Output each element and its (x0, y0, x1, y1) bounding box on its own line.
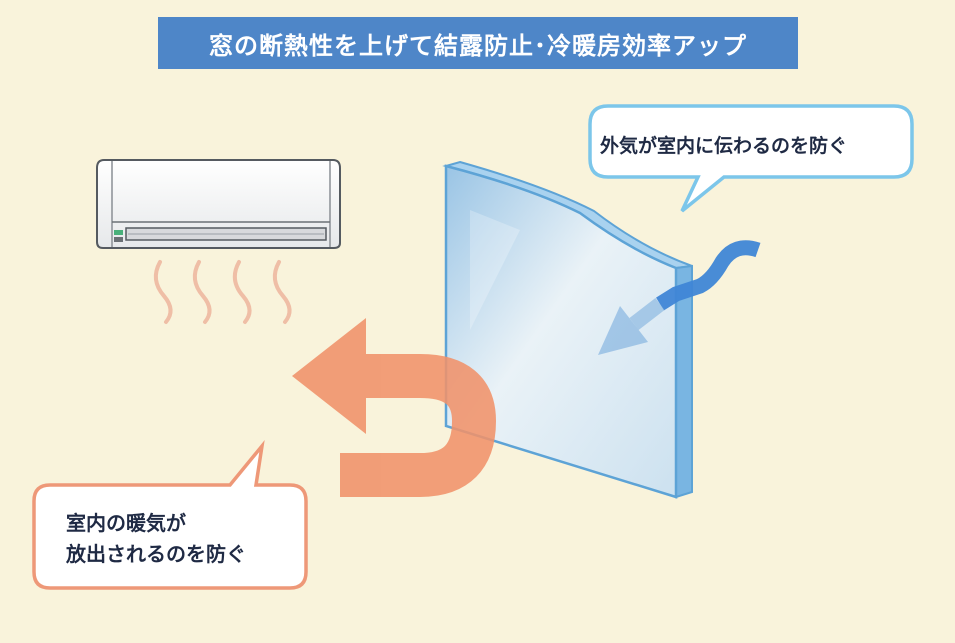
outside-callout-bubble (588, 104, 914, 213)
cold-air-arrow-icon (598, 240, 761, 355)
outside-callout-text: 外気が室内に伝わるのを防ぐ (600, 135, 848, 157)
air-conditioner-icon (96, 159, 341, 249)
inside-callout-bubble (32, 439, 308, 590)
page-title: 窓の断熱性を上げて結露防止･冷暖房効率アップ (209, 31, 747, 60)
inside-callout-line-1: 室内の暖気が (66, 511, 186, 535)
inside-callout-line-2: 放出されるのを防ぐ (66, 542, 246, 566)
warm-air-waves-icon (153, 260, 292, 324)
warm-air-return-arrow-icon (292, 318, 497, 497)
title-banner: 窓の断熱性を上げて結露防止･冷暖房効率アップ (158, 17, 798, 69)
inside-callout-text: 室内の暖気が 放出されるのを防ぐ (66, 508, 246, 570)
window-glass-icon (442, 160, 693, 499)
